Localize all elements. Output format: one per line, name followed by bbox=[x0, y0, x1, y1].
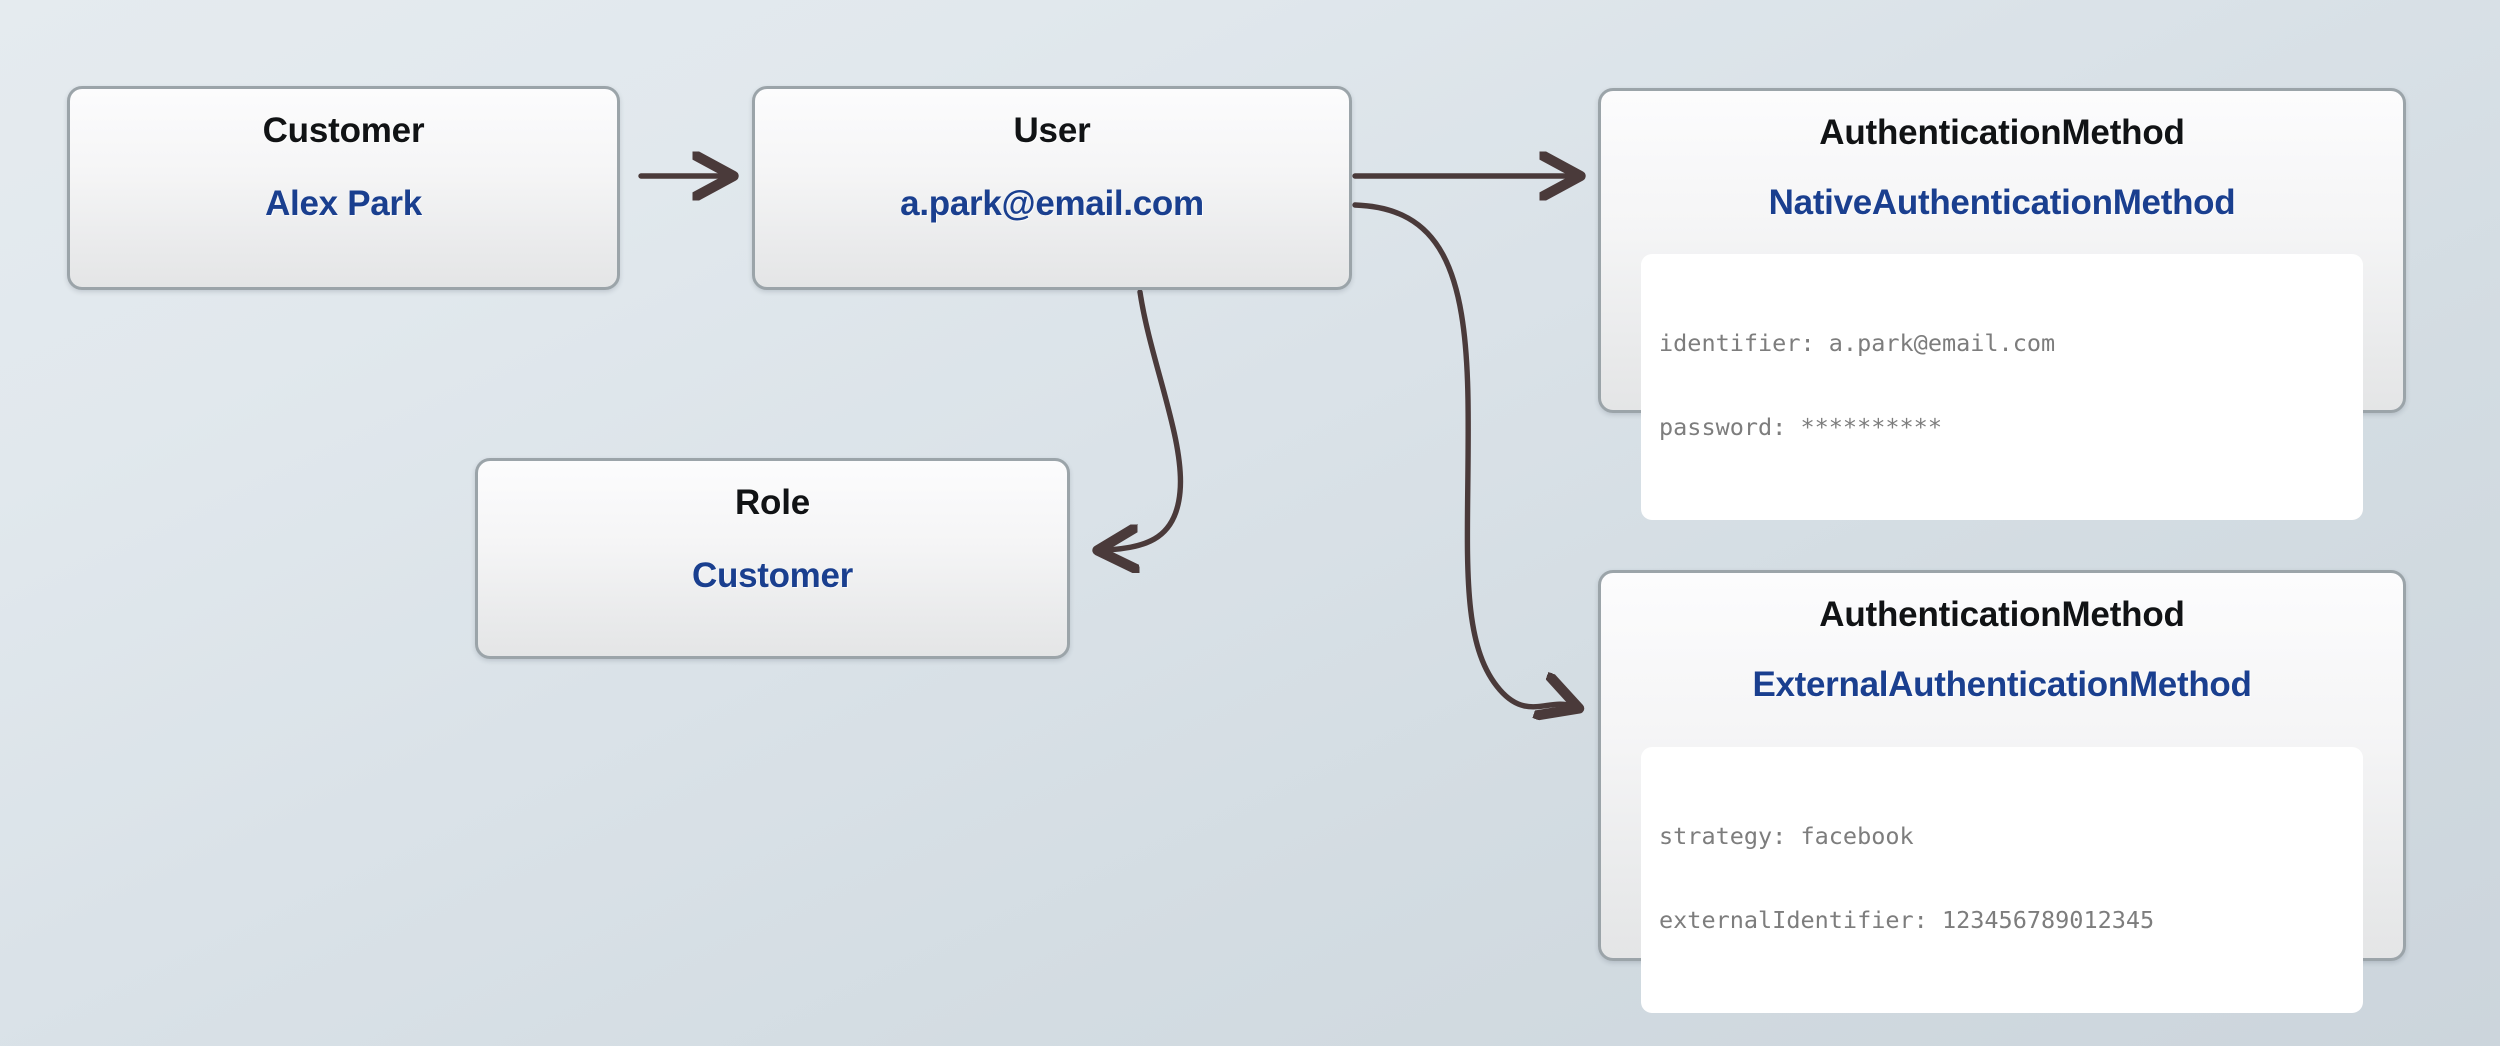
detail-line-identifier: identifier: a.park@email.com bbox=[1659, 328, 2056, 357]
entity-title: User bbox=[1013, 111, 1091, 150]
edge-user-to-role bbox=[1105, 289, 1184, 550]
entity-subtitle: Alex Park bbox=[265, 184, 422, 223]
entity-node-customer[interactable]: Customer Alex Park bbox=[67, 86, 620, 290]
detail-line-strategy: strategy: facebook bbox=[1659, 821, 1914, 850]
entity-subtitle: Customer bbox=[692, 556, 853, 595]
entity-subtitle: NativeAuthenticationMethod bbox=[1768, 183, 2236, 222]
entity-subtitle: ExternalAuthenticationMethod bbox=[1752, 665, 2252, 704]
detail-line-password: password: ********** bbox=[1659, 412, 1942, 441]
entity-title: Role bbox=[734, 483, 811, 522]
entity-node-external-authentication-method[interactable]: AuthenticationMethod ExternalAuthenticat… bbox=[1598, 570, 2406, 1013]
entity-node-user[interactable]: User a.park@email.com bbox=[752, 86, 1352, 290]
entity-node-role[interactable]: Role Customer bbox=[475, 458, 1070, 659]
entity-detail-panel: identifier: a.park@email.com password: *… bbox=[1641, 254, 2363, 520]
entity-subtitle: a.park@email.com bbox=[900, 184, 1204, 223]
entity-detail-panel: strategy: facebook externalIdentifier: 1… bbox=[1641, 747, 2363, 1013]
entity-title: Customer bbox=[262, 111, 425, 150]
entity-title: AuthenticationMethod bbox=[1819, 113, 2185, 152]
edge-user-to-external bbox=[1352, 202, 1572, 707]
entity-node-native-authentication-method[interactable]: AuthenticationMethod NativeAuthenticatio… bbox=[1598, 88, 2406, 520]
detail-line-external-identifier: externalIdentifier: 123456789012345 bbox=[1659, 905, 2155, 934]
entity-title: AuthenticationMethod bbox=[1819, 595, 2185, 634]
